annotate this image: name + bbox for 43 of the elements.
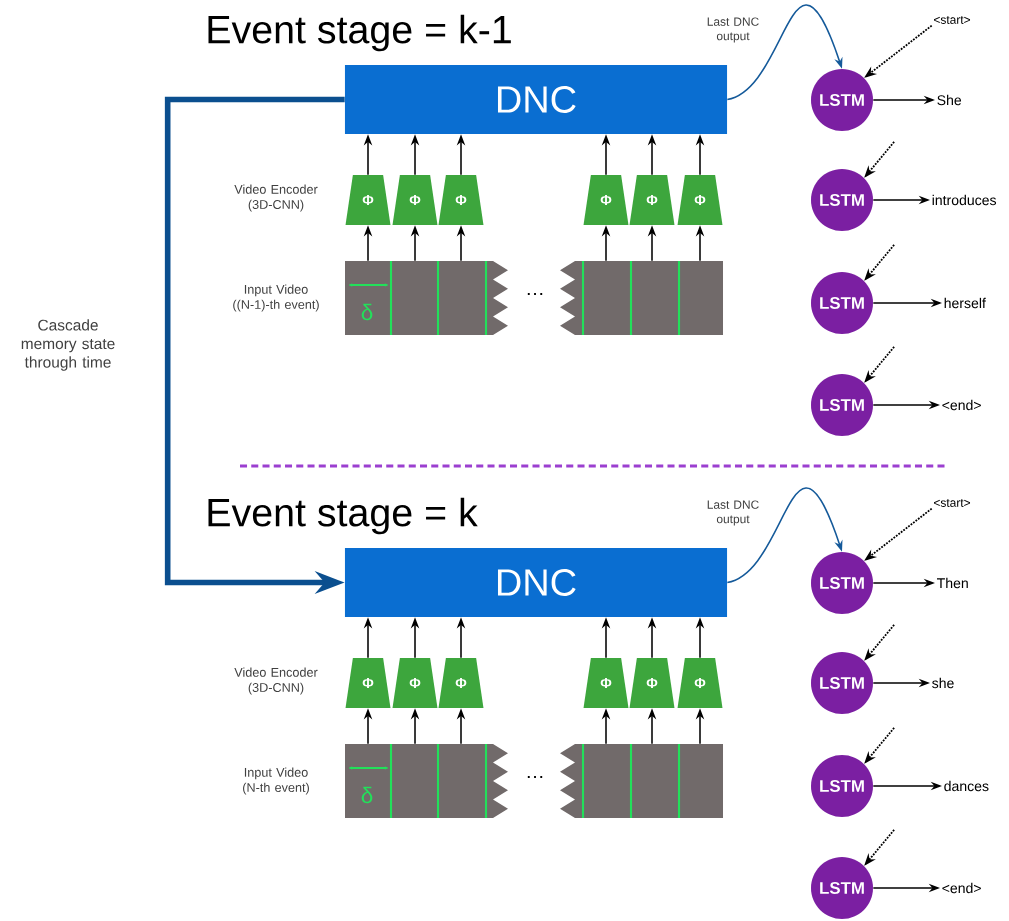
encoder-trapezoid: Φ <box>583 175 629 225</box>
output-word: introduces <box>932 194 997 206</box>
encoder-label: Video Encoder (3D-CNN) <box>234 667 318 695</box>
video-strip <box>560 744 723 818</box>
edge-label: Cascade memory state through time <box>16 317 120 373</box>
output-word: <end> <box>942 882 981 894</box>
start-token: <start> <box>934 16 970 24</box>
encoder-trapezoid: Φ <box>629 658 675 708</box>
delta-label: δ <box>361 786 373 804</box>
encoder-trapezoid: Φ <box>583 658 629 708</box>
encoder-trapezoid: Φ <box>629 175 675 225</box>
curved-arrow <box>726 488 843 584</box>
encoder-trapezoid: Φ <box>392 658 438 708</box>
encoder-trapezoid: Φ <box>345 658 391 708</box>
output-word: <end> <box>942 399 981 411</box>
input-video-label: Input Video ((N-1)-th event) <box>233 284 319 312</box>
encoder-trapezoid: Φ <box>345 175 391 225</box>
output-word: Then <box>937 577 968 589</box>
ellipsis: … <box>527 775 543 779</box>
stage-title: Event stage = k-1 <box>208 14 511 52</box>
ellipsis: … <box>527 292 543 296</box>
encoder-trapezoid: Φ <box>392 175 438 225</box>
edge-label: Last DNC output <box>701 499 765 527</box>
output-word: She <box>937 94 962 106</box>
video-strip <box>345 261 508 335</box>
dnc-box: DNC <box>344 548 728 617</box>
output-word: dances <box>944 780 989 792</box>
stage-title: Event stage = k <box>208 497 478 535</box>
video-strip <box>345 744 508 818</box>
curved-arrow <box>726 5 843 101</box>
delta-label: δ <box>361 303 373 321</box>
output-word: herself <box>944 297 986 309</box>
edge-label: Last DNC output <box>701 16 765 44</box>
encoder-trapezoid: Φ <box>677 658 723 708</box>
start-token: <start> <box>934 499 970 507</box>
input-video-label: Input Video (N-th event) <box>243 767 309 795</box>
dnc-box: DNC <box>344 65 728 134</box>
encoder-trapezoid: Φ <box>438 175 484 225</box>
encoder-trapezoid: Φ <box>438 658 484 708</box>
encoder-label: Video Encoder (3D-CNN) <box>234 184 318 212</box>
video-strip <box>560 261 723 335</box>
encoder-trapezoid: Φ <box>677 175 723 225</box>
output-word: she <box>932 677 954 689</box>
